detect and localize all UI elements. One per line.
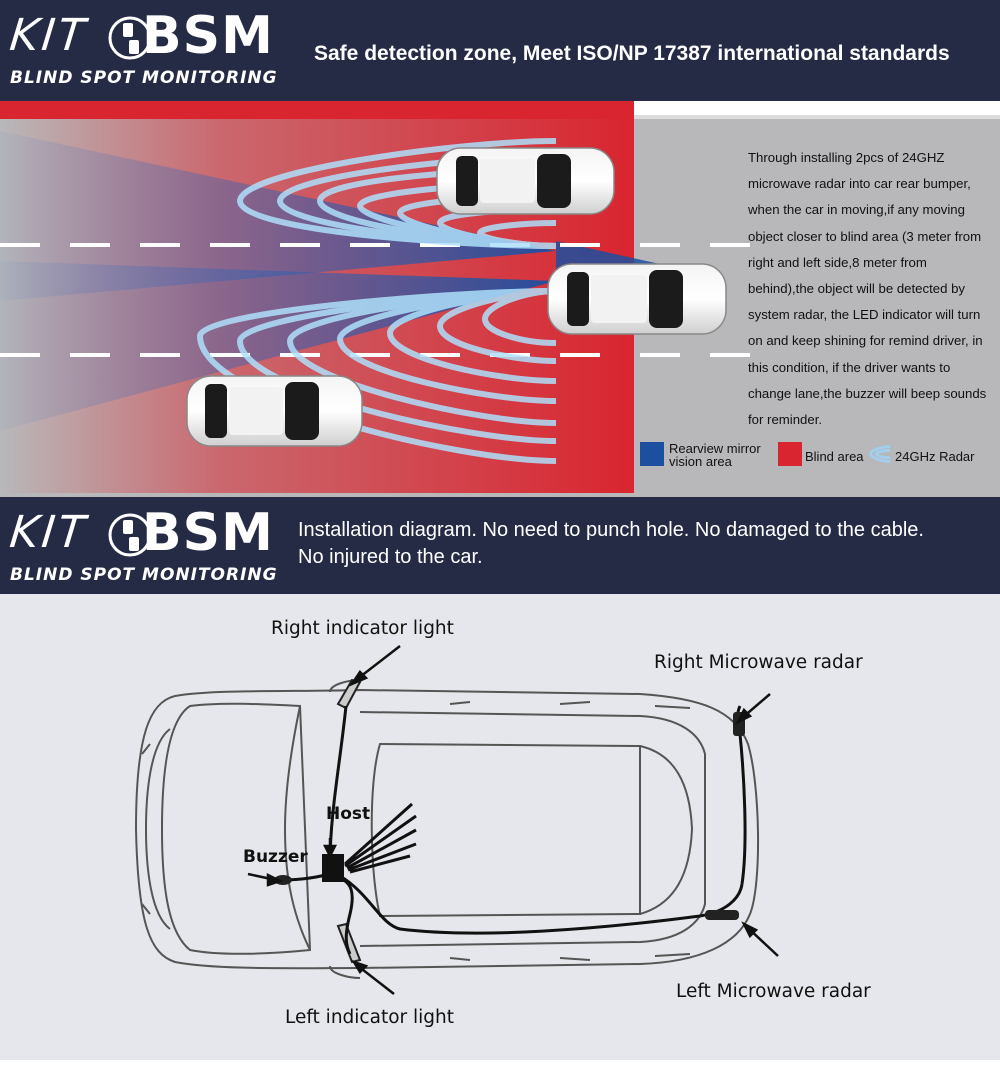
car-wiring-illustration bbox=[134, 645, 779, 995]
label-buzzer: Buzzer bbox=[243, 847, 308, 867]
road-illustration bbox=[0, 101, 1000, 497]
car-middle bbox=[547, 263, 727, 335]
installation-title: Installation diagram. No need to punch h… bbox=[298, 519, 924, 568]
label-right-indicator: Right indicator light bbox=[271, 618, 454, 639]
label-host: Host bbox=[326, 804, 371, 824]
detection-zone-diagram: Through installing 2pcs of 24GHZ microwa… bbox=[0, 101, 1000, 497]
logo-bsm-text: BSM bbox=[142, 6, 274, 66]
brand-logo: KIT BSM BLIND SPOT MONITORING bbox=[7, 6, 295, 96]
label-left-indicator: Left indicator light bbox=[285, 1007, 455, 1028]
logo-kit-text: KIT bbox=[7, 507, 91, 558]
detection-description: Through installing 2pcs of 24GHZ microwa… bbox=[748, 150, 987, 428]
header-banner-top: KIT BSM BLIND SPOT MONITORING Safe detec… bbox=[0, 0, 1000, 101]
logo-subtitle: BLIND SPOT MONITORING bbox=[10, 68, 278, 88]
radar-wave-icon bbox=[869, 445, 891, 463]
header-title: Safe detection zone, Meet ISO/NP 17387 i… bbox=[314, 42, 950, 65]
brand-logo-2: KIT BSM BLIND SPOT MONITORING bbox=[7, 503, 295, 593]
logo-kit-text: KIT bbox=[7, 10, 91, 61]
car-bottom bbox=[186, 375, 363, 447]
car-top bbox=[436, 147, 615, 215]
legend-swatch-blind bbox=[778, 442, 802, 466]
installation-diagram: Right indicator light Right Microwave ra… bbox=[0, 594, 1000, 1060]
logo-bsm-text: BSM bbox=[142, 503, 274, 563]
label-left-radar: Left Microwave radar bbox=[676, 981, 871, 1002]
logo-radar-icon bbox=[108, 513, 152, 557]
legend-swatch-mirror bbox=[640, 442, 664, 466]
legend-label-blind: Blind area bbox=[805, 449, 864, 464]
legend-label-radar: 24GHz Radar bbox=[895, 449, 975, 464]
logo-subtitle: BLIND SPOT MONITORING bbox=[10, 565, 278, 585]
logo-radar-icon bbox=[108, 16, 152, 60]
legend-label-mirror: Rearview mirror vision area bbox=[669, 441, 761, 469]
label-right-radar: Right Microwave radar bbox=[654, 652, 863, 673]
header-banner-installation: KIT BSM BLIND SPOT MONITORING Installati… bbox=[0, 497, 1000, 594]
